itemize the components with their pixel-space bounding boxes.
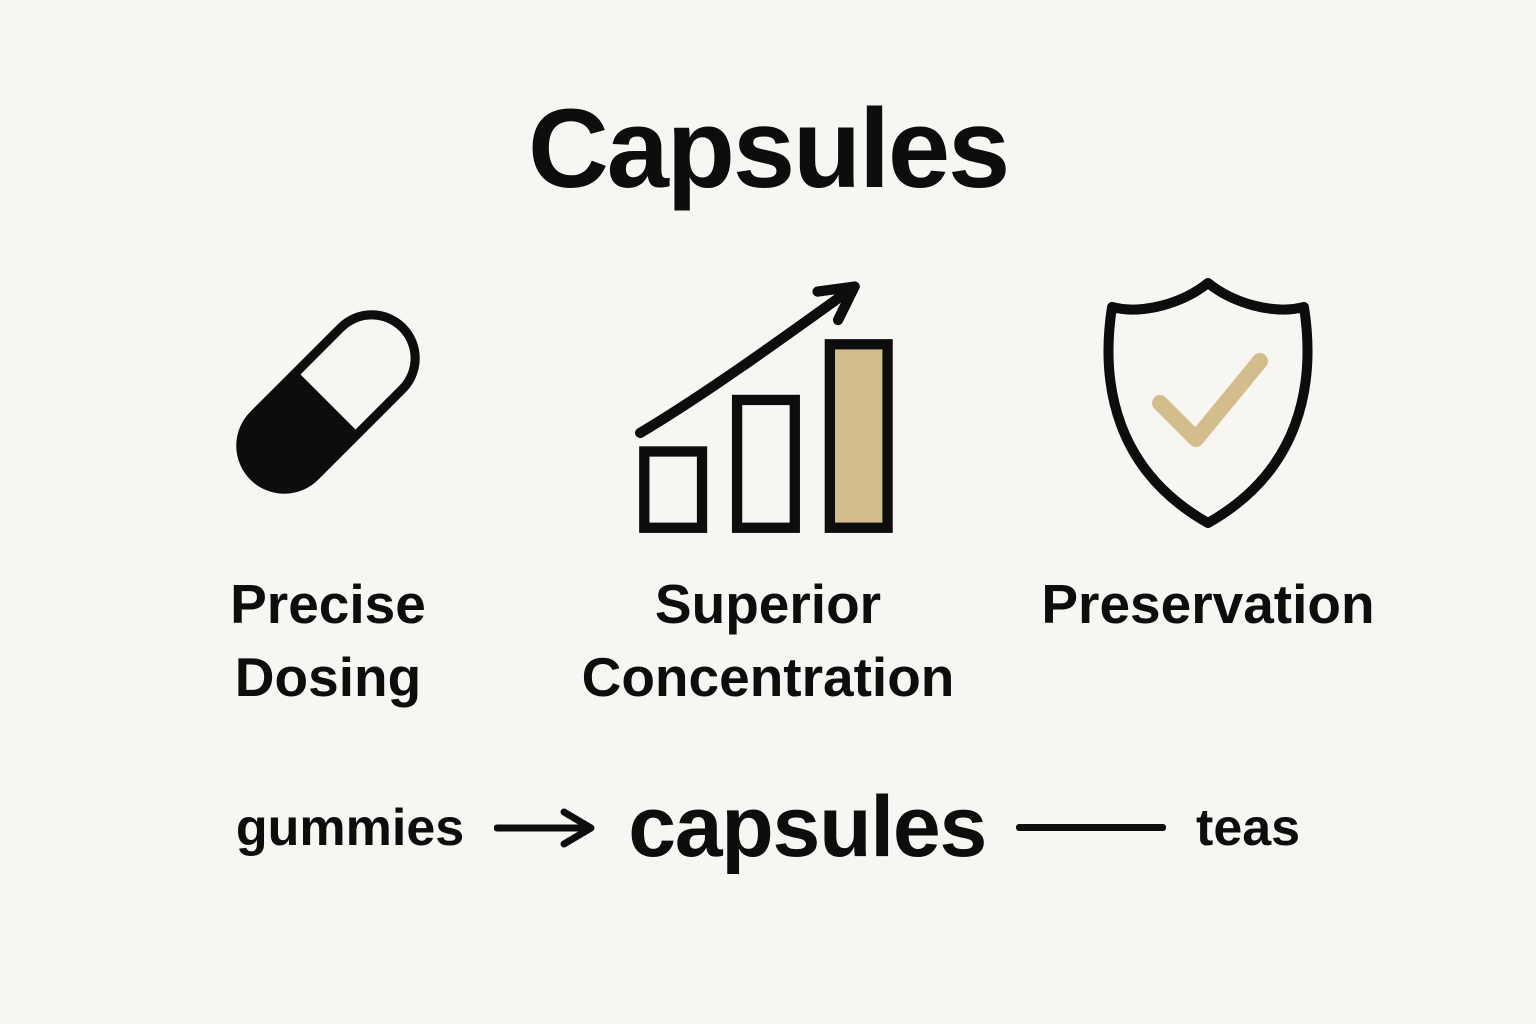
arrow-right-icon [494,806,598,850]
shield-check-icon [1088,252,1328,552]
connector-line [1016,824,1166,831]
flow-item-gummies: gummies [235,798,465,857]
progression-row: gummies capsules teas [0,778,1536,877]
checkmark-icon [1152,353,1268,447]
feature-row: Precise Dosing [0,252,1536,713]
feature-label: Preservation [1041,573,1375,635]
flow-item-capsules: capsules [628,779,987,875]
feature-label: Superior Concentration [581,573,955,708]
growth-chart-icon [634,252,902,552]
feature-superior-concentration: Superior Concentration [548,252,988,713]
page-title: Capsules [527,86,1010,211]
feature-preservation: Preservation [988,252,1428,713]
feature-precise-dosing: Precise Dosing [108,252,548,713]
capsule-icon [209,252,447,552]
feature-label: Precise Dosing [230,573,426,708]
flow-item-teas: teas [1196,798,1301,857]
